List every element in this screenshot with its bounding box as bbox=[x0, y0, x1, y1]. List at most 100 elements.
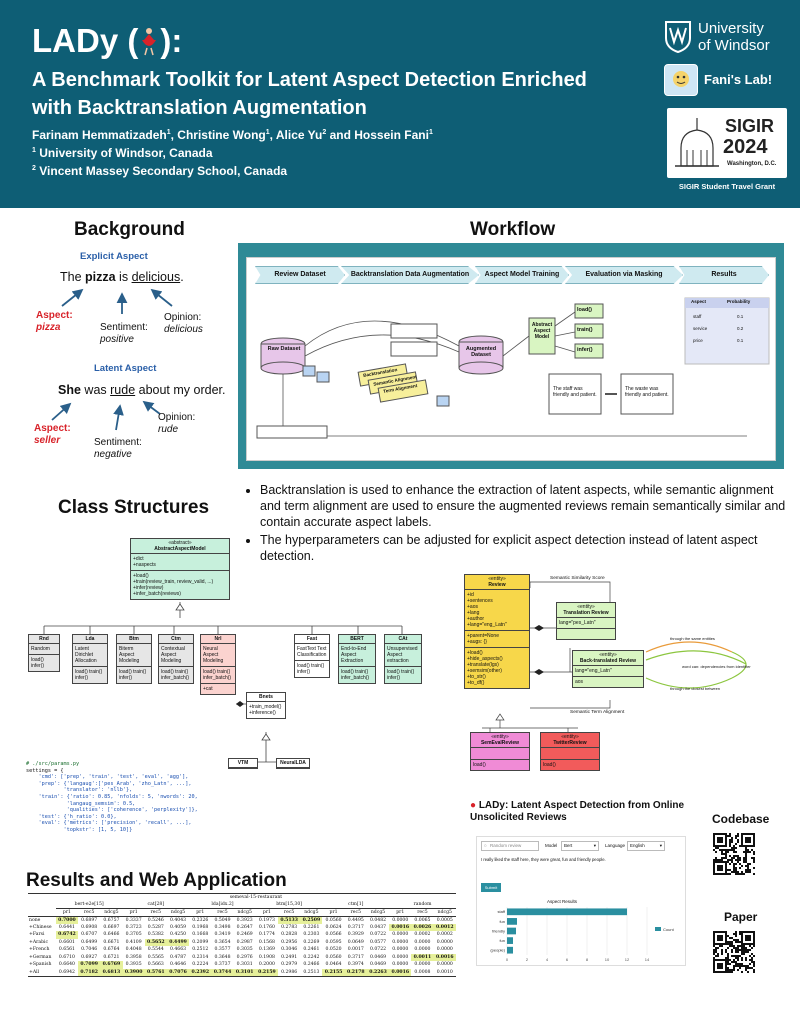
review-methods: +load()+hide_aspects()+translate(lgs)+se… bbox=[465, 648, 529, 688]
opinion-value: delicious bbox=[164, 324, 203, 335]
table-cell: 0.0560 bbox=[325, 954, 342, 960]
class-desc: Random bbox=[29, 644, 59, 655]
stereotype: «entity» bbox=[488, 576, 506, 582]
table-cell: 0.2314 bbox=[192, 954, 209, 960]
review-text-area[interactable]: I really liked the staff here, they were… bbox=[481, 857, 606, 862]
model-header-row: bert-e2e[15]cat[28]lda[idx.2]btm[15,30]c… bbox=[28, 901, 456, 909]
table-cell: 0.3974 bbox=[347, 962, 364, 968]
table-cell: 0.0437 bbox=[369, 924, 387, 930]
bar bbox=[507, 946, 513, 954]
model-header: ctm[1] bbox=[322, 901, 390, 909]
masked-review-left: The staff was friendly and patient. bbox=[553, 386, 597, 398]
stereotype: «entity» bbox=[577, 604, 595, 610]
background-heading: Background bbox=[74, 219, 185, 240]
table-cell: 0.0000 bbox=[436, 947, 453, 953]
capitol-icon bbox=[675, 118, 719, 167]
raw-dataset-label: Raw Dataset bbox=[267, 346, 301, 352]
codebase-qr-icon[interactable] bbox=[712, 832, 756, 876]
table-cell: 0.0000 bbox=[436, 962, 453, 968]
code-line: settings = { bbox=[26, 767, 64, 774]
opinion-key: Opinion: bbox=[164, 312, 202, 323]
input-placeholder: Random review bbox=[490, 843, 522, 848]
method-train: train() bbox=[577, 327, 593, 333]
field: lang="eng_Latn" bbox=[573, 666, 643, 677]
model-header: random bbox=[389, 901, 456, 909]
table-cell: 0.0010 bbox=[436, 969, 453, 975]
author-3-sup: 2 bbox=[322, 129, 327, 136]
metric-header: rec5 bbox=[350, 909, 361, 915]
codebase-heading: Codebase bbox=[712, 812, 770, 826]
method: load() bbox=[473, 762, 486, 768]
author-list: Farinam Hemmatizadeh1, Christine Wong1, … bbox=[32, 128, 433, 142]
metric-header: pr1 bbox=[396, 909, 405, 915]
table-cell: 0.2491 bbox=[281, 954, 298, 960]
sigir-place: Washington, D.C. bbox=[727, 161, 777, 167]
submit-button[interactable]: Submit bbox=[481, 883, 501, 892]
class-name: Bnets bbox=[247, 693, 285, 702]
sigir-name: SIGIR bbox=[725, 116, 775, 136]
x-tick-label: 14 bbox=[645, 957, 650, 962]
table-cell: 0.2466 bbox=[303, 962, 320, 968]
table-cell: 0.0482 bbox=[369, 917, 387, 923]
table-cell: 0.5663 bbox=[147, 962, 164, 968]
table-cell: 0.3744 bbox=[211, 968, 234, 976]
code-line: 'translator': 'nllb'}, bbox=[26, 787, 133, 794]
review-connectors bbox=[482, 581, 747, 732]
code-line: 'train': {'ratio': 0.85, 'nfolds': 5, 'n… bbox=[26, 793, 198, 800]
bullet-item: The hyperparameters can be adjusted for … bbox=[260, 532, 786, 564]
metric-header: rec5 bbox=[150, 909, 162, 915]
search-icon: ○ bbox=[484, 843, 487, 848]
random-review-input[interactable]: ○Random review bbox=[481, 841, 539, 851]
x-tick-label: 8 bbox=[586, 957, 589, 962]
code-line: 'test': {'h_ratio': 0.0}, bbox=[26, 813, 117, 820]
method: +translate(lgs) bbox=[467, 662, 499, 668]
row-label: +Farsi bbox=[29, 932, 45, 938]
method: +infer(review) bbox=[133, 585, 164, 591]
table-cell: 0.5246 bbox=[147, 917, 164, 923]
table-cell: 0.2099 bbox=[192, 939, 209, 945]
poster-subtitle: A Benchmark Toolkit for Latent Aspect De… bbox=[32, 69, 587, 119]
results-table: semeval-15-restaurant bert-e2e[15]cat[28… bbox=[28, 893, 456, 977]
table-cell: 0.3717 bbox=[347, 924, 364, 930]
dancer-icon: ● bbox=[470, 800, 477, 811]
bar bbox=[507, 937, 513, 944]
method: +to_df() bbox=[467, 680, 485, 686]
chevron-down-icon: ▾ bbox=[659, 843, 662, 848]
latent-aspect-label: Latent Aspect bbox=[94, 363, 157, 374]
table-cell: 0.0464 bbox=[325, 962, 342, 968]
category-label: fun bbox=[499, 938, 505, 943]
table-cell: 0.2783 bbox=[281, 924, 298, 930]
author-3: , Alice Yu bbox=[269, 128, 323, 142]
language-label: Language bbox=[605, 843, 626, 848]
field: aos bbox=[575, 679, 584, 685]
author-1: Farinam Hemmatizadeh bbox=[32, 128, 167, 142]
paper-qr-icon[interactable] bbox=[712, 930, 756, 974]
bnets-class: Bnets+train_model()+inference() bbox=[246, 692, 286, 719]
table-cell: 0.1968 bbox=[192, 924, 209, 930]
table-cell: 0.0012 bbox=[433, 923, 456, 931]
table-cell: 0.0026 bbox=[411, 923, 434, 931]
table-cell: 0.3737 bbox=[214, 962, 231, 968]
latent-sentence: She was rude about my order. bbox=[58, 383, 225, 397]
model-select[interactable]: Bert▾ bbox=[561, 841, 599, 851]
language-select[interactable]: English▾ bbox=[627, 841, 665, 851]
table-cell: 0.5565 bbox=[147, 954, 164, 960]
table-cell: 0.2155 bbox=[322, 968, 345, 976]
table-cell: 0.3654 bbox=[214, 939, 231, 945]
aff2-text: Vincent Massey Secondary School, Canada bbox=[35, 164, 288, 178]
method: +infer_batch(reviews) bbox=[133, 591, 181, 597]
class-name: Rnd bbox=[29, 635, 59, 644]
table-cell: 0.6942 bbox=[58, 969, 75, 975]
code-line: 'prep': {'langaug':['pes_Arab', 'zho_Lat… bbox=[26, 780, 192, 787]
row-label: +Arabic bbox=[29, 939, 49, 945]
x-tick-label: 6 bbox=[566, 957, 569, 962]
table-cell: 0.0469 bbox=[369, 954, 387, 960]
